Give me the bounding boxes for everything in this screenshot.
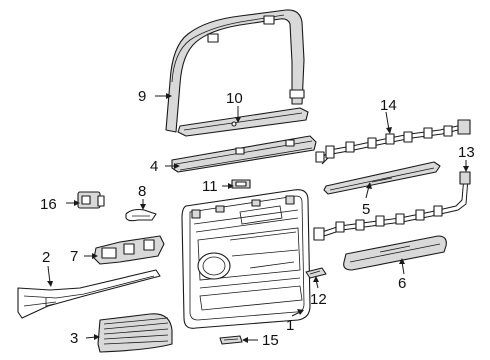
callout-15: 15 [262,332,279,349]
callout-labels: 9 10 4 14 13 5 6 11 12 1 15 16 8 7 2 3 [40,88,475,349]
part-5-armrest-bolster [323,161,441,195]
callout-2: 2 [42,249,50,266]
part-12-switch-bezel [305,267,327,279]
part-11-clip [231,179,251,189]
callout-12: 12 [310,291,327,308]
part-4-belt-molding [171,135,317,173]
callout-6: 6 [398,275,406,292]
callout-4: 4 [150,158,158,175]
part-14-wiring-harness [315,119,471,165]
part-13-lower-harness [313,171,471,241]
callout-11: 11 [202,178,218,195]
part-8-bracket [125,208,157,222]
callout-16: 16 [40,196,57,213]
part-2-lower-molding [17,269,161,319]
part-10-belt-strip [177,107,309,137]
leader-lines [47,93,469,343]
callout-14: 14 [380,97,397,114]
part-16-connector [77,191,105,209]
part-1-door-trim-panel [181,189,311,329]
part-6-pull-handle [343,235,447,271]
callout-13: 13 [458,144,475,161]
part-9-door-frame-seal [165,9,305,133]
callout-10: 10 [226,90,243,107]
callout-8: 8 [138,183,146,200]
callout-3: 3 [70,330,78,347]
part-3-speaker-grille [97,313,173,353]
part-7-switch-bracket [93,235,165,265]
callout-1: 1 [286,317,294,334]
callout-9: 9 [138,88,146,105]
part-15-push-pin [219,335,243,345]
callout-5: 5 [362,201,370,218]
callout-7: 7 [70,248,78,265]
